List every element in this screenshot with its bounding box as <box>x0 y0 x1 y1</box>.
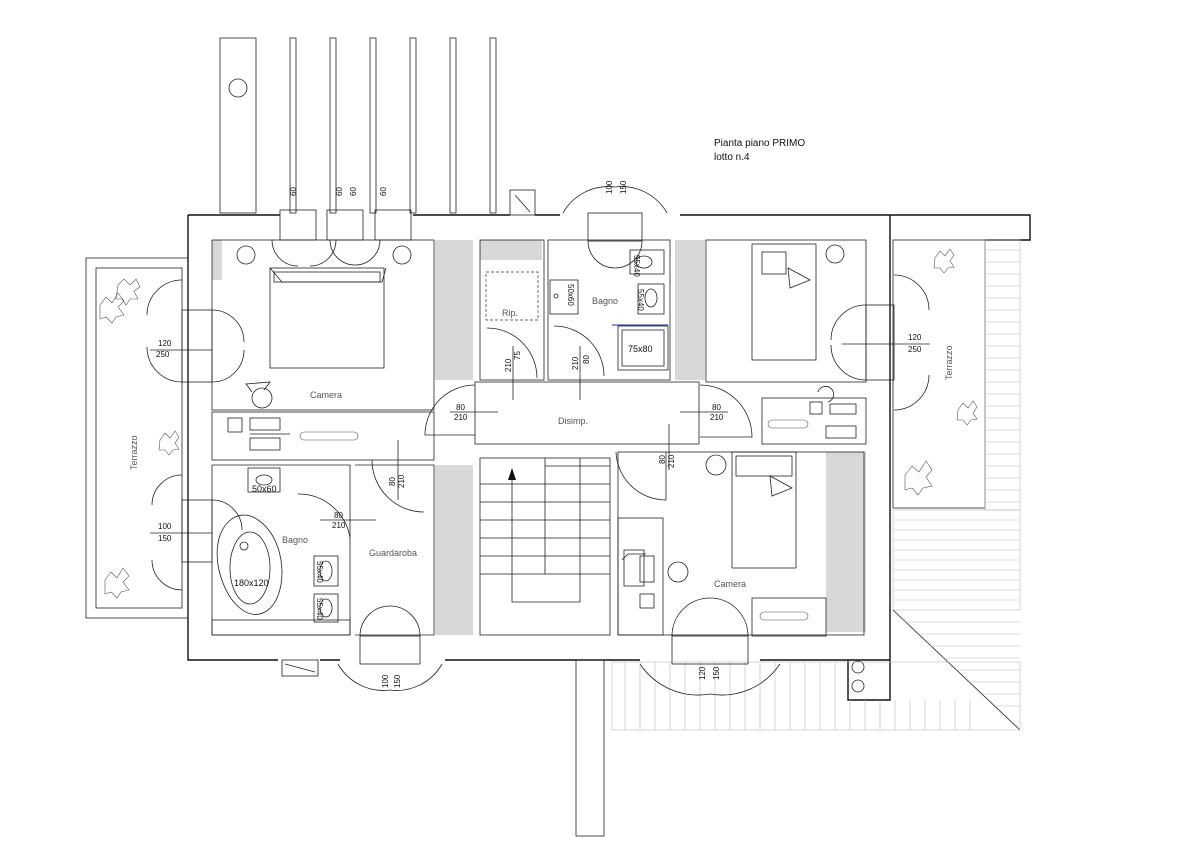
lot-number: lotto n.4 <box>714 152 750 163</box>
room-label-ripostiglio: Rip. <box>502 308 518 318</box>
room-label-guardaroba: Guardaroba <box>369 548 417 558</box>
fixture-label-wc-b: 55x40 <box>636 289 645 311</box>
dim-door-bagno-a: 80 <box>582 355 591 364</box>
dim-door-top-a: 100 <box>605 180 614 194</box>
fixture-label-wc-c: 55x40 <box>315 561 324 583</box>
plan-title: Pianta piano PRIMO <box>714 138 805 149</box>
dim-door-rip-a: 75 <box>513 351 522 360</box>
fixture-label-sink-sw: 50x60 <box>252 484 277 494</box>
outer-walls <box>187 189 1031 701</box>
furniture <box>211 243 857 637</box>
dim-door-bagno2-a: 80 <box>334 511 343 520</box>
fixture-label-wc-a: 55x40 <box>632 255 641 277</box>
fixture-label-shower: 75x80 <box>628 344 653 354</box>
fixture-label-bathtub: 180x120 <box>234 578 269 588</box>
dim-window-top-2: 60 <box>335 187 344 196</box>
dim-door-right-a: 80 <box>712 403 721 412</box>
interior-wall-fills <box>212 240 866 635</box>
room-label-bagno-top: Bagno <box>592 296 618 306</box>
room-label-terrazzo-e: Terrazzo <box>944 345 954 380</box>
dim-door-left-a: 80 <box>456 403 465 412</box>
dim-west2-window-b: 150 <box>158 534 172 543</box>
staircase <box>480 458 610 603</box>
dim-door-bagno-b: 210 <box>571 356 580 370</box>
dim-door-bagno2-b: 210 <box>332 521 346 530</box>
room-label-disimpegno: Disimp. <box>558 416 588 426</box>
dim-door-guardaroba-a: 80 <box>388 477 397 486</box>
dim-door-bottom2-b: 150 <box>712 666 721 680</box>
terrace-east <box>892 239 986 509</box>
fixture-label-sink-top: 50x60 <box>566 284 575 306</box>
doors-bottom <box>337 597 781 696</box>
dim-east-window-a: 120 <box>908 333 922 342</box>
windows-west <box>146 279 245 591</box>
dim-west2-window-a: 100 <box>158 522 172 531</box>
windows-top <box>236 186 668 269</box>
dim-door-left-b: 210 <box>454 413 468 422</box>
roof-hatch-south <box>611 661 1021 731</box>
doors-interior <box>297 325 753 539</box>
dim-door-bottom2-a: 120 <box>698 666 707 680</box>
dim-door-top-b: 150 <box>619 180 628 194</box>
interior-walls <box>211 239 867 636</box>
windows-east <box>830 274 930 411</box>
room-label-camera-nw: Camera <box>310 390 342 400</box>
dim-door-rip-b: 210 <box>504 358 513 372</box>
roof-hatch-east <box>892 239 1021 731</box>
terrace-west <box>85 257 189 619</box>
dim-west-window-b: 250 <box>156 350 170 359</box>
dim-door-bottom-a: 100 <box>381 674 390 688</box>
dim-door-bottom-b: 150 <box>393 674 402 688</box>
dim-west-window-a: 120 <box>158 339 172 348</box>
dim-door-camera2-a: 80 <box>658 455 667 464</box>
dim-window-top-4: 60 <box>379 187 388 196</box>
room-label-bagno-sw: Bagno <box>282 535 308 545</box>
room-label-camera-se: Camera <box>714 579 746 589</box>
room-label-terrazzo-w: Terrazzo <box>129 435 139 470</box>
dim-window-top-1: 60 <box>289 187 298 196</box>
dim-door-camera2-b: 210 <box>667 454 676 468</box>
dim-door-right-b: 210 <box>710 413 724 422</box>
fixture-label-wc-d: 55x40 <box>315 598 324 620</box>
dim-door-guardaroba-b: 210 <box>397 474 406 488</box>
pergola-beams <box>219 37 497 214</box>
downpipe-column <box>575 659 605 837</box>
dim-window-top-3: 60 <box>349 187 358 196</box>
dim-east-window-b: 250 <box>908 345 922 354</box>
